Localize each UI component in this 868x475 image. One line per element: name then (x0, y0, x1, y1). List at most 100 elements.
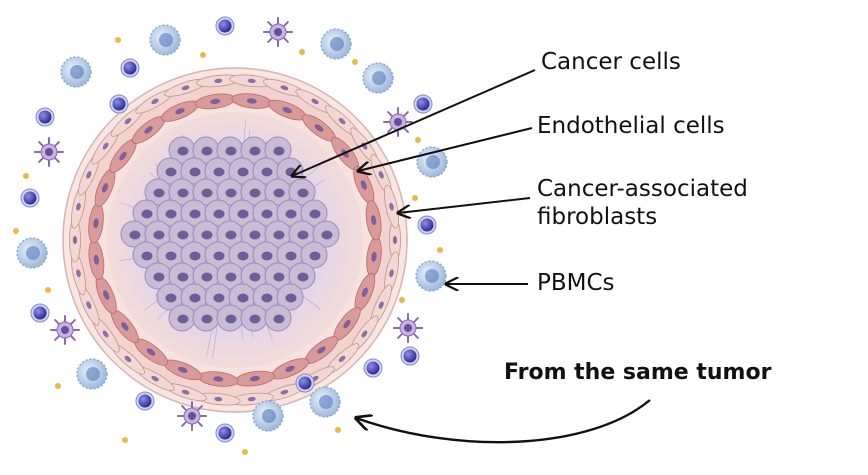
cancer-cell-nucleus (250, 231, 261, 240)
platelet-dot (437, 247, 443, 253)
lymphocyte-nucleus (299, 377, 312, 390)
dendritic-nucleus (61, 326, 69, 334)
cancer-cell-nucleus (274, 231, 285, 240)
cancer-cell-nucleus (154, 231, 165, 240)
cancer-cell-nucleus (154, 189, 165, 198)
cancer-cell-nucleus (262, 168, 273, 177)
fibroblast-pointer-arrow (398, 198, 530, 213)
lymphocyte-nucleus (24, 192, 37, 205)
lymphocyte-nucleus (34, 307, 47, 320)
cancer-cell-nucleus (298, 231, 309, 240)
fibroblast-nucleus (393, 236, 397, 244)
cancer-cell-nucleus (190, 294, 201, 303)
cancer-cell-nucleus (238, 168, 249, 177)
cancer-cell-nucleus (214, 168, 225, 177)
cancer-cell-nucleus (250, 147, 261, 156)
cancer-cell-nucleus (202, 231, 213, 240)
cancer-cell-nucleus (322, 231, 333, 240)
cancer-cell-nucleus (226, 147, 237, 156)
pbmc-nucleus (330, 37, 344, 51)
cancer-cell-nucleus (202, 273, 213, 282)
cancer-cell-nucleus (286, 210, 297, 219)
cancer-cell-nucleus (202, 189, 213, 198)
platelet-dot (399, 297, 405, 303)
pbmc-nucleus (426, 155, 440, 169)
cancer-cell-nucleus (214, 210, 225, 219)
cancer-cell-nucleus (142, 210, 153, 219)
dendritic-nucleus (274, 28, 282, 36)
caf-label-line1: Cancer-associated (537, 175, 748, 203)
cancer-cell-nucleus (166, 210, 177, 219)
caf-label-line2: fibroblasts (537, 203, 657, 231)
dendritic-nucleus (188, 412, 196, 420)
dendritic-nucleus (394, 118, 402, 126)
cancer-cell-nucleus (286, 252, 297, 261)
same-tumor-label: From the same tumor (504, 359, 771, 387)
cancer-cell-nucleus (154, 273, 165, 282)
cancer-cell-nucleus (250, 189, 261, 198)
platelet-dot (242, 449, 248, 455)
cancer-cell-nucleus (262, 252, 273, 261)
cancer-cell-nucleus (238, 210, 249, 219)
pbmc-nucleus (425, 269, 439, 283)
endothelial-cells-label: Endothelial cells (537, 112, 725, 140)
pbmc-nucleus (26, 246, 40, 260)
cancer-cell-nucleus (250, 273, 261, 282)
cancer-cell-nucleus (178, 315, 189, 324)
cancer-cells-label: Cancer cells (541, 48, 681, 76)
cancer-cell-nucleus (178, 189, 189, 198)
cancer-cell-nucleus (190, 168, 201, 177)
lymphocyte-nucleus (219, 20, 232, 33)
dendritic-nucleus (45, 148, 53, 156)
cancer-cell-nucleus (226, 315, 237, 324)
platelet-dot (299, 49, 305, 55)
cancer-cell-nucleus (226, 273, 237, 282)
cancer-cell-nucleus (178, 147, 189, 156)
cancer-cell-nucleus (226, 189, 237, 198)
pbmc-nucleus (319, 395, 333, 409)
pbmc-nucleus (86, 367, 100, 381)
platelet-dot (335, 427, 341, 433)
pbmc-nucleus (372, 71, 386, 85)
cancer-cell-nucleus (274, 273, 285, 282)
pbmc-nucleus (262, 409, 276, 423)
cancer-cell-nucleus (190, 252, 201, 261)
cancer-cell-nucleus (166, 168, 177, 177)
cancer-cell-nucleus (262, 294, 273, 303)
cancer-cell-nucleus (274, 315, 285, 324)
cancer-cell-nucleus (298, 189, 309, 198)
cancer-cell-nucleus (166, 294, 177, 303)
cancer-cell-nucleus (286, 294, 297, 303)
same-tumor-curved-arrow (356, 400, 650, 442)
lymphocyte-nucleus (139, 395, 152, 408)
cancer-cell-nucleus (190, 210, 201, 219)
platelet-dot (122, 437, 128, 443)
cancer-cell-nucleus (130, 231, 141, 240)
lymphocyte-nucleus (124, 62, 137, 75)
platelet-dot (415, 137, 421, 143)
cancer-cell-nucleus (178, 273, 189, 282)
cancer-cell-nucleus (310, 252, 321, 261)
cancer-cell-nucleus (202, 315, 213, 324)
lymphocyte-nucleus (113, 98, 126, 111)
cancer-cell-nucleus (142, 252, 153, 261)
lymphocyte-nucleus (39, 111, 52, 124)
lymphocyte-nucleus (404, 350, 417, 363)
cancer-cell-nucleus (202, 147, 213, 156)
cancer-cell-nucleus (214, 294, 225, 303)
cancer-cell-nucleus (262, 210, 273, 219)
cancer-cell-nucleus (178, 231, 189, 240)
cancer-cell-nucleus (166, 252, 177, 261)
cancer-cell-nucleus (250, 315, 261, 324)
pbmc-nucleus (159, 33, 173, 47)
cancer-cell-nucleus (238, 252, 249, 261)
cancer-cell-nucleus (310, 210, 321, 219)
platelet-dot (55, 383, 61, 389)
lymphocyte-nucleus (417, 98, 430, 111)
cancer-cell-nucleus (298, 273, 309, 282)
cancer-cell-nucleus (238, 294, 249, 303)
cancer-cell-nucleus (274, 189, 285, 198)
fibroblast-nucleus (73, 236, 77, 244)
